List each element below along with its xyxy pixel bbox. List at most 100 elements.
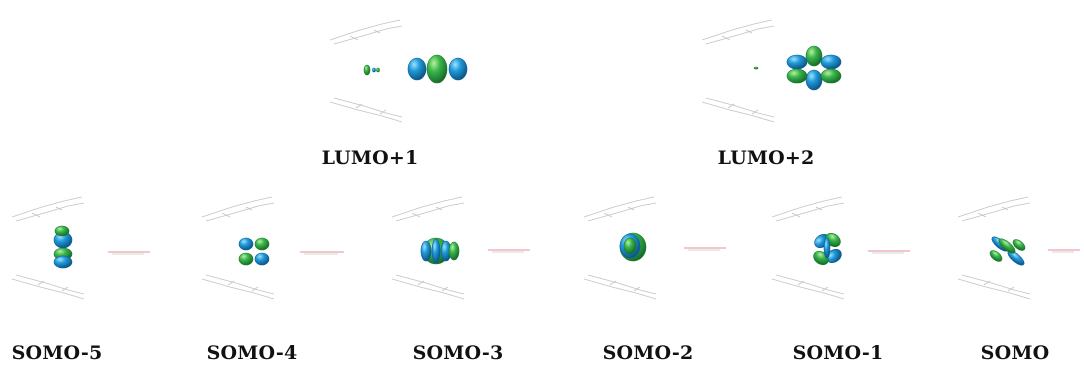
orbital-lobe-green (989, 250, 1003, 262)
ligand-line (701, 101, 775, 123)
ligand-line (205, 274, 275, 295)
orbital-panel-somo-4 (201, 196, 344, 300)
ligand-line (15, 202, 85, 222)
ligand-line (705, 25, 775, 45)
orbital-label-somo-2: SOMO-2 (602, 342, 694, 364)
small-satellite-lobe (363, 64, 371, 76)
orbital-lobe-blue (431, 238, 441, 264)
orbital-panel-somo-3 (391, 196, 530, 300)
orbital-panel-lumo-plus-1 (329, 19, 468, 123)
ligand-framework (583, 196, 657, 300)
orbital-label-somo-4: SOMO-4 (206, 342, 298, 364)
ligand-line (37, 280, 69, 292)
ligand-line (221, 206, 253, 218)
ligand-line (333, 25, 403, 45)
ligand-line (31, 206, 63, 218)
orbital-lobe-green (448, 241, 460, 261)
ligand-line (791, 206, 823, 218)
ligand-line (15, 274, 85, 295)
guest-molecule (684, 247, 726, 251)
ligand-line (349, 29, 381, 41)
guest-molecule (300, 251, 344, 255)
orbital-lobe-green (1012, 239, 1026, 251)
small-satellite-lobe (372, 67, 376, 73)
guest-molecule (1048, 249, 1080, 253)
ligand-line (609, 280, 641, 292)
ligand-line (957, 196, 1029, 218)
ligand-line (417, 280, 449, 292)
ligand-line (329, 19, 401, 41)
ligand-line (11, 278, 85, 300)
ligand-line (961, 202, 1031, 222)
orbital-lobe-blue (820, 54, 842, 70)
ligand-line (227, 280, 259, 292)
small-satellite-lobe (753, 66, 759, 70)
ligand-line (11, 196, 83, 218)
ligand-line (957, 278, 1031, 300)
orbital-panel-somo (957, 196, 1080, 300)
orbital-lobe-blue (786, 54, 808, 70)
ligand-line (701, 19, 773, 41)
orbital-lobe-blue (254, 252, 270, 266)
orbital-panel-somo-5 (11, 196, 150, 300)
ligand-framework (391, 196, 465, 300)
orbital-lobe-blue (53, 255, 73, 269)
ligand-line (329, 101, 403, 123)
orbital-label-somo-1: SOMO-1 (792, 342, 884, 364)
orbital-panel-lumo-plus-2 (701, 19, 842, 123)
ligand-line (391, 196, 463, 218)
orbital-label-somo-5: SOMO-5 (11, 342, 103, 364)
orbital-panel-somo-2 (583, 196, 726, 300)
orbital-lobe-green (805, 45, 823, 67)
orbital-lobe-blue (823, 237, 831, 259)
ligand-line (587, 274, 657, 295)
ligand-framework (957, 196, 1031, 300)
orbital-lobe-green (786, 68, 808, 84)
orbital-lobe-blue (805, 69, 823, 91)
orbital-lobe-green (623, 237, 637, 255)
ligand-framework (11, 196, 85, 300)
orbital-label-somo-3: SOMO-3 (412, 342, 504, 364)
ligand-line (411, 206, 443, 218)
ligand-line (205, 202, 275, 222)
orbital-lobe-green (54, 225, 70, 237)
orbital-lobe-green (820, 68, 842, 84)
ligand-line (721, 29, 753, 41)
ligand-line (333, 97, 403, 118)
guest-molecule (108, 251, 150, 255)
orbital-label-lumo-plus-1: LUMO+1 (321, 147, 419, 169)
ligand-line (705, 97, 775, 118)
ligand-line (961, 274, 1031, 295)
ligand-line (391, 278, 465, 300)
ligand-line (771, 278, 845, 300)
orbital-lobe-green (238, 252, 254, 266)
ligand-line (395, 202, 465, 222)
ligand-line (603, 206, 635, 218)
ligand-line (201, 278, 275, 300)
orbital-lobe-green (426, 54, 448, 84)
ligand-framework (771, 196, 845, 300)
ligand-line (797, 280, 829, 292)
ligand-framework (201, 196, 275, 300)
orbital-lobe-green (998, 238, 1016, 254)
ligand-line (583, 278, 657, 300)
ligand-line (775, 202, 845, 222)
orbital-panel-somo-1 (771, 196, 910, 300)
ligand-line (201, 196, 273, 218)
small-satellite-lobe (376, 67, 380, 73)
ligand-line (395, 274, 465, 295)
orbital-lobe-green (254, 237, 270, 251)
ligand-line (355, 103, 387, 115)
orbital-lobe-blue (238, 237, 254, 251)
orbital-lobe-blue (448, 57, 468, 81)
ligand-line (587, 202, 657, 222)
ligand-framework (329, 19, 403, 123)
ligand-framework (701, 19, 775, 123)
guest-molecule (868, 250, 910, 254)
orbital-label-somo: SOMO (980, 342, 1050, 364)
ligand-line (775, 274, 845, 295)
guest-molecule (488, 249, 530, 253)
ligand-line (977, 206, 1009, 218)
ligand-line (583, 196, 655, 218)
